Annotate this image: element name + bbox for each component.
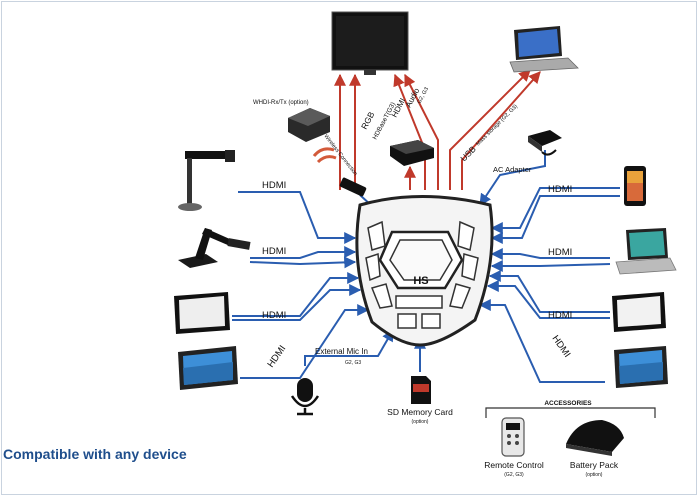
laptop-icon — [509, 26, 579, 73]
battery-pack-icon — [566, 420, 624, 456]
hdmi-label-2: HDMI — [262, 246, 286, 257]
line-mic — [304, 328, 394, 366]
hdbaset-label: HDBaseT(G3) — [372, 101, 398, 141]
hub-label: HS — [413, 275, 428, 287]
microphone-icon — [290, 378, 320, 416]
sd-card-icon — [411, 376, 431, 404]
input-lines — [232, 150, 620, 383]
wireless-box-icon — [288, 108, 330, 142]
robot-arm-camera-icon — [178, 228, 251, 268]
line-phone-2 — [490, 195, 620, 244]
remote-control-icon — [501, 417, 525, 457]
mic-note-label: G2, G3 — [345, 360, 361, 366]
hdmi-label-8: HDMI — [550, 333, 573, 359]
hdbaset-box-icon — [390, 140, 434, 166]
wireless-signal-icon — [312, 147, 337, 164]
line-doc-camera — [238, 191, 357, 244]
ipad-icon — [178, 346, 238, 390]
line-ipad — [240, 304, 370, 379]
line-laptop-r — [490, 248, 610, 260]
line-out-5 — [404, 73, 439, 190]
rgb-label: RGB — [359, 110, 377, 131]
line-tablet-2 — [232, 272, 360, 317]
hub-device: HS — [355, 195, 494, 347]
line-robot-cam-2 — [249, 256, 357, 269]
output-lines — [334, 69, 541, 193]
hdmi-label-5: HDMI — [548, 184, 572, 195]
dongle-icon — [339, 177, 367, 197]
line-out-6 — [449, 69, 531, 190]
sd-card-label: SD Memory Card — [387, 407, 453, 417]
remote-note-label: (G2, G3) — [504, 472, 524, 478]
document-camera-icon — [178, 150, 235, 211]
hdmi-label-4: HDMI — [265, 344, 288, 370]
accessories-box — [485, 407, 656, 418]
line-laptop-r-2 — [490, 260, 611, 272]
ac-adapter-icon — [528, 130, 562, 156]
hdmi-label-6: HDMI — [548, 247, 572, 258]
tablet-icon — [612, 292, 666, 332]
usb-detail-label: Mass storage (G2, G3) — [475, 104, 519, 148]
hdmi-label-1: HDMI — [262, 180, 286, 191]
external-mic-label: External Mic In — [315, 347, 368, 356]
line-tablet-r — [486, 280, 610, 319]
line-tablet — [232, 284, 362, 321]
battery-note-label: (option) — [586, 472, 603, 478]
wireless-tx-label: WHDI-Rx/Tx (option) — [253, 100, 309, 106]
laptop-icon — [615, 228, 677, 275]
line-out-7 — [461, 71, 541, 190]
sd-note-label: (option) — [412, 419, 429, 425]
line-phone — [490, 187, 620, 234]
hdmi-label-3: HDMI — [262, 310, 286, 321]
line-ipad-r — [478, 299, 605, 383]
line-ac — [479, 150, 546, 206]
hdmi-label-7: HDMI — [548, 310, 572, 321]
monitor-icon — [331, 11, 409, 75]
tablet-icon — [174, 292, 230, 334]
smartphone-icon — [624, 166, 646, 206]
accessories-label: ACCESSORIES — [544, 400, 592, 407]
page-caption: Compatible with any device — [3, 446, 187, 462]
ipad-icon — [614, 346, 668, 388]
battery-label: Battery Pack — [570, 460, 619, 470]
remote-label: Remote Control — [484, 460, 544, 470]
line-tablet-r-2 — [488, 270, 610, 313]
ac-adapter-label: AC Adapter — [493, 165, 532, 174]
line-robot-cam — [250, 246, 357, 259]
